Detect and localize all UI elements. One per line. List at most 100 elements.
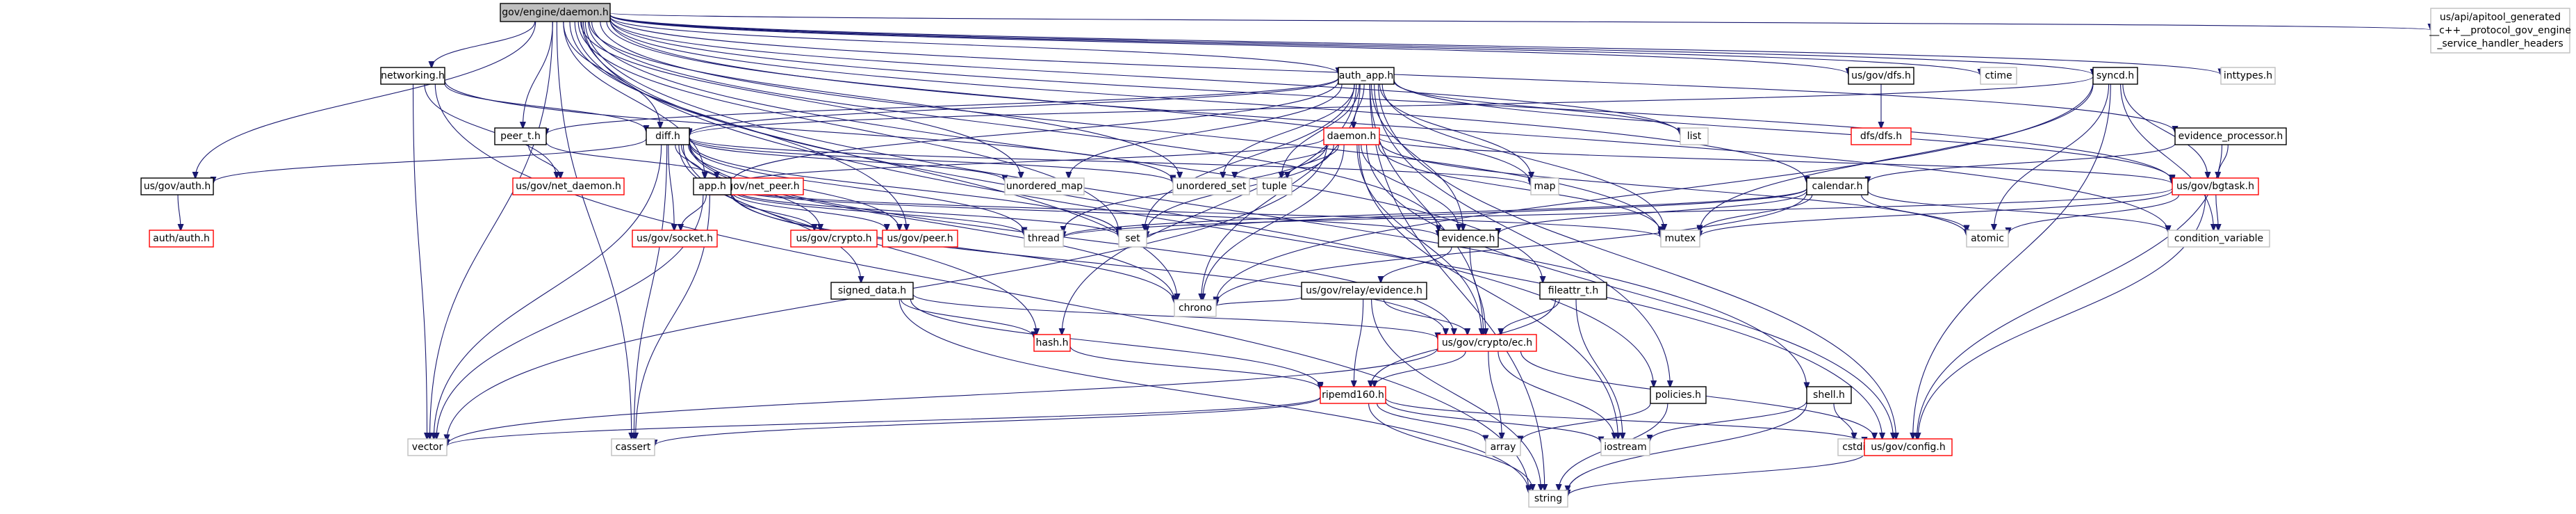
node-box[interactable] (830, 282, 914, 300)
node-label: us/gov/socket.h (637, 233, 713, 244)
node-box[interactable] (1438, 230, 1499, 248)
node-daemon[interactable]: daemon.h (1323, 127, 1380, 145)
edge-auth_app-to-diff (689, 78, 1339, 135)
node-label: syncd.h (2097, 70, 2134, 81)
node-box[interactable] (149, 230, 214, 248)
node-label: us/gov/crypto.h (796, 233, 871, 244)
edge-ripemd-to-vector (447, 396, 1321, 447)
node-ec[interactable]: us/gov/crypto/ec.h (1437, 334, 1537, 352)
node-net-daemon[interactable]: us/gov/net_daemon.h (512, 177, 625, 195)
node-usgov-auth[interactable]: us/gov/auth.h (140, 177, 214, 195)
node-app[interactable]: app.h (693, 177, 732, 195)
node-label: inttypes.h (2224, 70, 2272, 81)
node-atomic: atomic (1966, 230, 2009, 248)
node-box[interactable] (494, 127, 547, 145)
edge-ec-to-array (1488, 351, 1502, 439)
node-label: unordered_set (1176, 181, 1247, 192)
node-label: us/gov/bgtask.h (2176, 181, 2254, 192)
node-label: ctime (1985, 70, 2012, 81)
node-unordered-set: unordered_set (1172, 177, 1250, 195)
node-box[interactable] (646, 127, 690, 145)
edge-networking-to-vector (412, 83, 427, 439)
edge-syncd-to-diff (689, 76, 2094, 135)
edge-daemon-to-unordered_set (1235, 144, 1329, 178)
edge-app-to-ec (730, 190, 1446, 335)
node-box[interactable] (1033, 334, 1071, 352)
node-usgov-dfs[interactable]: us/gov/dfs.h (1848, 67, 1914, 85)
node-evidence-processor[interactable]: evidence_processor.h (2174, 127, 2287, 145)
node-hash[interactable]: hash.h (1033, 334, 1071, 352)
node-relay-evidence[interactable]: us/gov/relay/evidence.h (1301, 282, 1427, 300)
node-label: networking.h (381, 70, 445, 81)
node-label: unordered_map (1006, 181, 1083, 192)
node-box[interactable] (632, 230, 718, 248)
node-inttypes: inttypes.h (2220, 67, 2276, 85)
node-box[interactable] (140, 177, 214, 195)
edge-ripemd-to-iostream (1385, 401, 1601, 442)
edge-networking-to-unordered_set (444, 80, 1173, 181)
node-box[interactable] (1848, 67, 1914, 85)
node-set: set (1118, 230, 1147, 248)
edge-relay_evidence-to-ripemd (1354, 298, 1364, 387)
node-box (1980, 67, 2017, 85)
node-peer-t[interactable]: peer_t.h (494, 127, 547, 145)
node-box[interactable] (1864, 438, 1953, 456)
node-dfs-dfs[interactable]: dfs/dfs.h (1851, 127, 1912, 145)
node-ripemd[interactable]: ripemd160.h (1320, 386, 1386, 404)
node-box[interactable] (2092, 67, 2138, 85)
edge-usgov_auth-to-auth_auth (178, 194, 181, 230)
node-auth-app[interactable]: auth_app.h (1338, 67, 1395, 85)
node-box[interactable] (1320, 386, 1386, 404)
node-box[interactable] (512, 177, 625, 195)
node-config[interactable]: us/gov/config.h (1864, 438, 1953, 456)
node-diff[interactable]: diff.h (646, 127, 690, 145)
edge-fileattr-to-ec (1501, 298, 1560, 335)
node-fileattr[interactable]: fileattr_t.h (1539, 282, 1607, 300)
node-box[interactable] (1301, 282, 1427, 300)
node-root: gov/engine/daemon.h (500, 3, 611, 22)
node-label: calendar.h (1812, 181, 1863, 192)
node-socket[interactable]: us/gov/socket.h (632, 230, 718, 248)
edge-daemon-to-ec (1356, 144, 1482, 335)
node-bgtask[interactable]: us/gov/bgtask.h (2172, 177, 2259, 195)
edge-diff-to-set (689, 140, 1119, 236)
edge-root-to-evidence (591, 21, 1438, 231)
node-box (611, 438, 655, 456)
node-auth-auth[interactable]: auth/auth.h (149, 230, 214, 248)
node-syncd[interactable]: syncd.h (2092, 67, 2138, 85)
node-policies[interactable]: policies.h (1650, 386, 1707, 404)
node-box[interactable] (1338, 67, 1395, 85)
node-box[interactable] (1806, 386, 1852, 404)
node-networking[interactable]: networking.h (380, 67, 445, 85)
node-box[interactable] (1323, 127, 1380, 145)
node-evidence[interactable]: evidence.h (1438, 230, 1499, 248)
node-box[interactable] (1539, 282, 1607, 300)
node-box[interactable] (1851, 127, 1912, 145)
node-box[interactable] (2172, 177, 2259, 195)
node-box (407, 438, 448, 456)
edge-app-to-set (730, 188, 1119, 236)
node-box[interactable] (1650, 386, 1707, 404)
node-box[interactable] (790, 230, 878, 248)
node-label: list (1687, 131, 1702, 142)
node-label: us/gov/dfs.h (1851, 70, 1911, 81)
node-box[interactable] (2174, 127, 2287, 145)
node-crypto-h[interactable]: us/gov/crypto.h (790, 230, 878, 248)
node-box (500, 3, 611, 22)
node-peer-h[interactable]: us/gov/peer.h (882, 230, 958, 248)
node-box[interactable] (380, 67, 445, 85)
node-calendar[interactable]: calendar.h (1806, 177, 1869, 195)
edge-evidence-to-ec (1469, 246, 1486, 335)
edge-signed_data-to-string (899, 298, 1529, 492)
node-signed-data[interactable]: signed_data.h (830, 282, 914, 300)
node-box[interactable] (693, 177, 732, 195)
edge-root-to-vector (430, 21, 553, 439)
edge-auth_app-to-peer_t (546, 77, 1339, 134)
edge-auth_app-to-app (731, 80, 1339, 184)
node-shell[interactable]: shell.h (1806, 386, 1852, 404)
node-box[interactable] (1806, 177, 1869, 195)
edge-auth_app-to-policies (1374, 83, 1671, 387)
node-box[interactable] (882, 230, 958, 248)
node-box[interactable] (1437, 334, 1537, 352)
edge-root-to-policies (581, 21, 1654, 387)
